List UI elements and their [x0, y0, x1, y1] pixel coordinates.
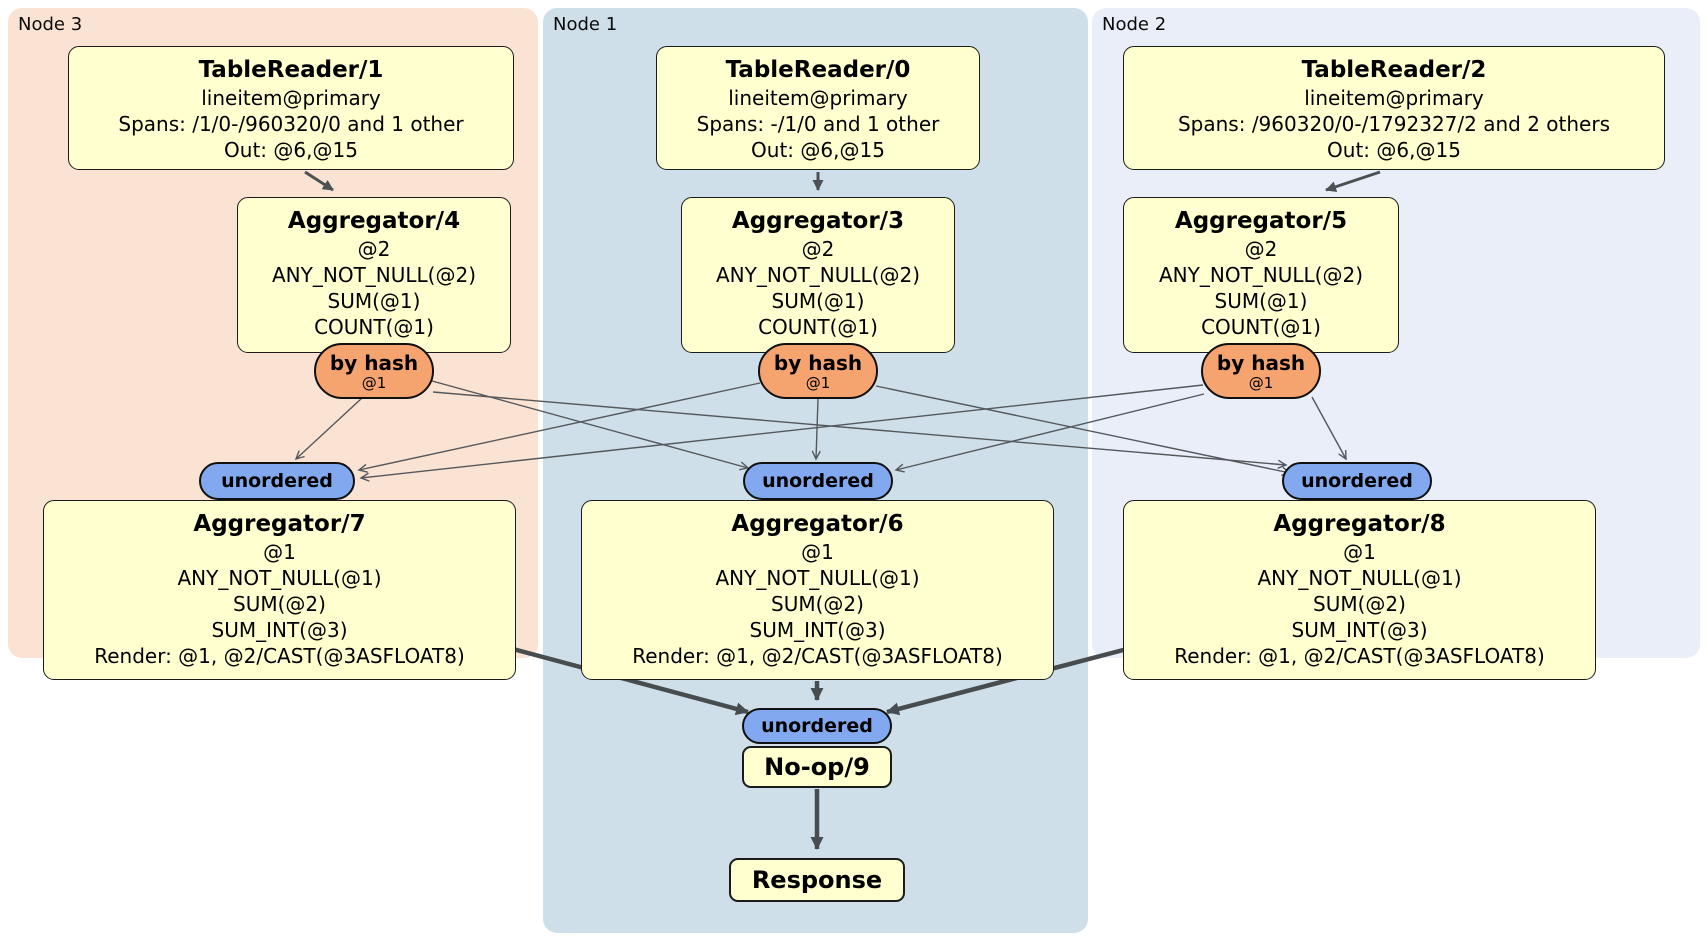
hash-router-node2: by hash @1: [1201, 343, 1321, 399]
edge-router-node2-sync-node2: [1311, 396, 1347, 461]
aggregator-8-title: Aggregator/8: [1273, 511, 1446, 537]
aggregator-3-box: Aggregator/3 @2 ANY_NOT_NULL(@2) SUM(@1)…: [681, 197, 955, 353]
tablereader-1-title: TableReader/1: [198, 57, 384, 83]
unordered-sync-node2: unordered: [1282, 462, 1432, 500]
aggregator-5-box: Aggregator/5 @2 ANY_NOT_NULL(@2) SUM(@1)…: [1123, 197, 1399, 353]
aggregator-6-title: Aggregator/6: [731, 511, 904, 537]
noop-9-box: No-op/9: [742, 746, 892, 788]
edge-aggregator8-final-sync: [886, 646, 1128, 716]
aggregator-3-title: Aggregator/3: [731, 208, 905, 234]
edge-router-node3-sync-node1: [431, 380, 750, 471]
unordered-sync-node3: unordered: [199, 462, 355, 500]
edge-router-node1-sync-node1: [811, 398, 821, 461]
aggregator-6-box: Aggregator/6 @1 ANY_NOT_NULL(@1) SUM(@2)…: [581, 500, 1054, 680]
node3-label: Node 3: [18, 14, 83, 35]
edge-router-node2-sync-node1: [894, 393, 1205, 473]
tablereader-2-title: TableReader/2: [1301, 57, 1487, 83]
final-unordered-sync: unordered: [742, 708, 892, 744]
edge-router-node3-sync-node3: [294, 397, 363, 461]
tablereader-2-box: TableReader/2 lineitem@primary Spans: /9…: [1123, 46, 1665, 170]
edge-router-node1-sync-node3: [357, 382, 761, 473]
node1-label: Node 1: [553, 14, 618, 35]
hash-router-node3: by hash @1: [314, 343, 434, 399]
aggregator-4-box: Aggregator/4 @2 ANY_NOT_NULL(@2) SUM(@1)…: [237, 197, 511, 353]
tablereader-0-box: TableReader/0 lineitem@primary Spans: -/…: [656, 46, 980, 170]
node2-label: Node 2: [1102, 14, 1167, 35]
unordered-sync-node1: unordered: [743, 462, 893, 500]
aggregator-4-title: Aggregator/4: [287, 208, 461, 234]
aggregator-7-title: Aggregator/7: [193, 511, 366, 537]
tablereader-1-box: TableReader/1 lineitem@primary Spans: /1…: [68, 46, 514, 170]
edge-router-node2-sync-node3: [359, 384, 1204, 482]
hash-router-node1: by hash @1: [758, 343, 878, 399]
response-box: Response: [729, 858, 905, 902]
tablereader-0-title: TableReader/0: [725, 57, 911, 83]
aggregator-7-box: Aggregator/7 @1 ANY_NOT_NULL(@1) SUM(@2)…: [43, 500, 516, 680]
edge-tablereader2-aggregator5: [1325, 170, 1381, 193]
edge-tablereader1-aggregator4: [304, 170, 334, 192]
aggregator-5-title: Aggregator/5: [1174, 208, 1348, 234]
edge-router-node3-sync-node2: [432, 391, 1288, 469]
edge-router-node1-sync-node2: [875, 385, 1292, 476]
aggregator-8-box: Aggregator/8 @1 ANY_NOT_NULL(@1) SUM(@2)…: [1123, 500, 1596, 680]
edge-aggregator7-final-sync: [512, 646, 749, 716]
